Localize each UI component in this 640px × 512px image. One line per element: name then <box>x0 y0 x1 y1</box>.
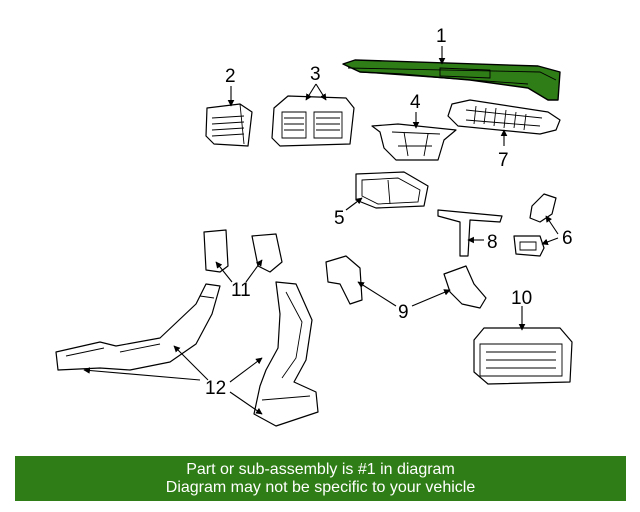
part-7-panel-vent[interactable] <box>447 99 561 135</box>
part-5-outlet-housing[interactable] <box>355 171 429 209</box>
banner-line-2: Diagram may not be specific to your vehi… <box>165 479 476 496</box>
part-1-defroster-duct[interactable] <box>342 59 561 101</box>
callout-6: 6 <box>562 228 573 249</box>
callout-3: 3 <box>310 64 321 85</box>
callout-8: 8 <box>487 232 498 253</box>
part-2-side-vent[interactable] <box>205 103 253 147</box>
part-3-center-vents[interactable] <box>271 95 355 147</box>
part-8-t-duct[interactable] <box>437 209 503 257</box>
callout-2: 2 <box>225 66 236 87</box>
callout-1: 1 <box>436 26 447 47</box>
callout-5: 5 <box>334 208 345 229</box>
callout-9: 9 <box>398 302 409 323</box>
part-4-center-duct[interactable] <box>371 123 457 161</box>
disclaimer-banner: Part or sub-assembly is #1 in diagram Di… <box>15 456 626 501</box>
part-10-box-duct[interactable] <box>473 327 573 385</box>
banner-line-1: Part or sub-assembly is #1 in diagram <box>186 461 455 478</box>
callout-11: 11 <box>231 280 251 301</box>
callout-labels: 1 2 3 4 5 6 7 8 9 10 11 12 <box>205 26 573 399</box>
callout-12: 12 <box>205 378 226 399</box>
part-9-elbow-ducts[interactable] <box>325 255 487 309</box>
parts-diagram: 1 2 3 4 5 6 7 8 9 10 11 12 <box>55 26 573 427</box>
callout-7: 7 <box>498 150 509 171</box>
callout-4: 4 <box>410 92 421 113</box>
callout-10: 10 <box>511 288 532 309</box>
part-11-connectors[interactable] <box>203 229 283 273</box>
part-6-brackets[interactable] <box>513 193 557 257</box>
leader-lines <box>83 46 559 415</box>
part-12-floor-ducts[interactable] <box>55 281 319 427</box>
